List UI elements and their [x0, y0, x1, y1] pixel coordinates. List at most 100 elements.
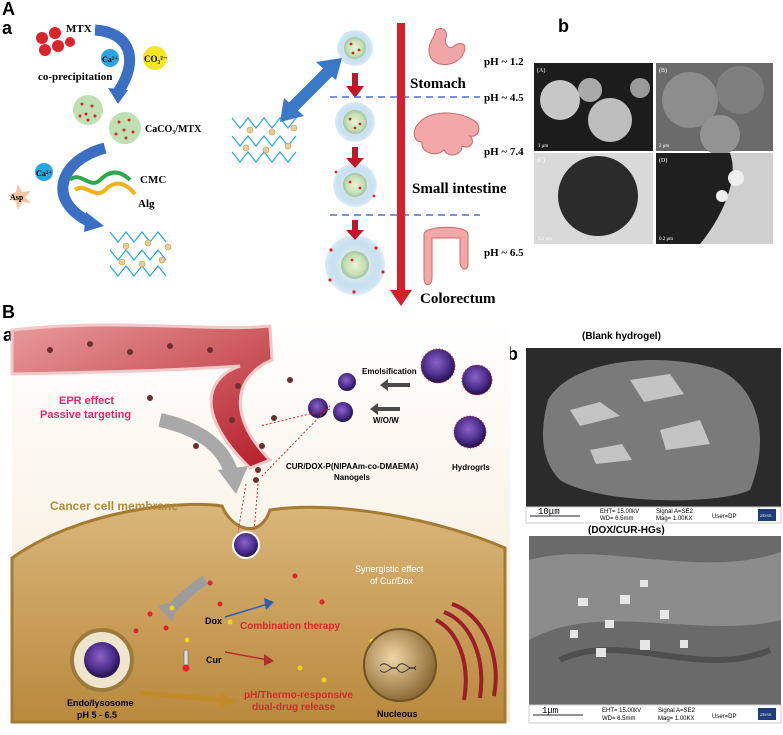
hydrogels-label: Hydrogrls [452, 463, 490, 472]
cur-label: Cur [206, 655, 222, 665]
caco3-particles [73, 95, 141, 144]
small-intestine-label: Small intestine [412, 181, 507, 197]
microscopy-grid [534, 63, 773, 244]
caco3-label: CaCO₃/MTX [145, 124, 202, 135]
ca-ion-icon-2 [35, 163, 53, 181]
gi-down-arrows [346, 73, 364, 240]
thermometer-icon [183, 649, 189, 667]
sem-top-wd: WD= 6.5mm [600, 516, 634, 522]
sem-bottom-databar [528, 704, 782, 724]
panel-a-label: A [2, 0, 15, 19]
ph-upper-intestine: pH ~ 4.5 [484, 92, 524, 104]
sem-top-eht: EHT= 15.00kV [600, 509, 639, 515]
panel-b-sub-b: b [507, 344, 518, 364]
release-arrow [139, 690, 223, 703]
panel-a: A a b MTX Ca²⁺ CO₃²⁻ co-precipitation Ca… [2, 0, 773, 307]
stomach-icon [428, 27, 466, 65]
sem-bottom-scale: 1μm [542, 706, 558, 716]
co3-ion-icon [143, 46, 167, 70]
cmc-label: CMC [140, 174, 166, 186]
sem-bottom-wd: WD= 6.5mm [602, 716, 636, 722]
release-line2: dual-drug release [252, 702, 336, 713]
ph-colon: pH ~ 6.5 [484, 247, 524, 259]
mtx-label: MTX [66, 23, 92, 35]
gi-particles [325, 30, 385, 295]
ph-stomach: pH ~ 1.2 [484, 56, 524, 68]
sem-top-scale: 10μm [538, 507, 560, 517]
nucleous-label: Nucleous [377, 709, 418, 719]
micro-scale-d: 0.2 μm [659, 237, 673, 242]
panel-b-label: B [2, 302, 15, 322]
gi-transit-arrow [397, 23, 405, 293]
hydrogel-network-middle [231, 117, 297, 163]
panel-b-sub-a: a [3, 325, 14, 345]
ca-label-2: Ca²⁺ [36, 169, 52, 178]
panel-b: B a b EPR effect Passive targeting Emols… [2, 302, 782, 724]
zeiss-logo-bottom [758, 708, 776, 720]
release-line1: pH/Thermo-responsive [244, 690, 353, 701]
sem-bottom-mag: Mag= 1.00KX [658, 716, 695, 722]
sem-top-signal: Signal A=SE2 [656, 509, 694, 515]
dox-label: Dox [205, 616, 222, 626]
sem-top-title: (Blank hydrogel) [582, 331, 661, 342]
hydrogel-network-bottom [109, 231, 167, 277]
ca-label: Ca²⁺ [102, 55, 118, 64]
release-double-arrow [285, 65, 335, 115]
micro-scale-a: 1 μm [538, 144, 548, 149]
emulsification-label: Emolsification [362, 367, 417, 376]
panel-a-sub-b: b [558, 16, 569, 36]
micro-scale-c: 0.2 μm [538, 237, 552, 242]
cmc-strand [68, 170, 132, 185]
epr-line1: EPR effect [59, 395, 114, 407]
asp-icon [8, 184, 31, 210]
synergy-line2: of Cur/Dox [370, 576, 414, 586]
ca-ion-icon [101, 49, 119, 67]
micro-scale-b: 2 μm [659, 144, 669, 149]
combination-label: Combination therapy [240, 621, 340, 632]
endo-line1: Endo/lysosome [67, 698, 134, 708]
alg-strand [73, 181, 137, 196]
endo-line2: pH 5 - 6.5 [77, 710, 117, 720]
wow-label: W/O/W [373, 416, 399, 425]
vessel-nanogels [47, 341, 293, 483]
sem-top-mag: Mag= 1.00KX [656, 516, 693, 522]
sem-bottom-signal: Signal A=SE2 [658, 708, 696, 714]
co3-label: CO₃²⁻ [144, 54, 168, 64]
dna-icon [379, 663, 417, 673]
stomach-label: Stomach [410, 76, 466, 92]
asp-label: Asp [10, 193, 24, 202]
sem-bottom-user: User=DP [712, 714, 737, 720]
epr-line2: Passive targeting [40, 409, 131, 421]
crosslink-arrow [57, 142, 107, 227]
alg-label: Alg [138, 198, 155, 210]
zeiss-logo-top [758, 509, 776, 521]
zeiss-logo-bottom-text: ZEISS [760, 712, 772, 717]
er-icon [435, 602, 498, 701]
nanogels-line1: CUR/DOX-P(NIPAAm-co-DMAEMA) [286, 462, 419, 471]
micro-label-a: (A) [537, 67, 545, 74]
internalized-nanogel [232, 531, 260, 559]
colorectum-label: Colorectum [420, 291, 496, 307]
synergy-line1: Synergistic effect [355, 564, 424, 574]
blood-vessel [10, 323, 274, 470]
sem-top-databar [525, 506, 782, 524]
micro-label-d: (D) [659, 157, 667, 164]
micro-label-b: (B) [659, 67, 667, 74]
colorectum-icon [423, 226, 469, 286]
sem-top-user: User=DP [712, 514, 737, 520]
mtx-molecules [36, 27, 75, 56]
nucleus [363, 628, 437, 702]
membrane-label: Cancer cell membrane [50, 499, 178, 513]
extravasation-arrow [158, 413, 239, 478]
zeiss-logo-top-text: ZEISS [760, 513, 772, 518]
micro-label-c: (C) [537, 157, 545, 164]
coprecip-label: co-precipitation [38, 71, 112, 83]
hydrogels-group [420, 348, 493, 449]
small-intestine-icon [413, 112, 480, 156]
nanogels-line2: Nanogels [334, 473, 371, 482]
ph-small-intestine: pH ~ 7.4 [484, 146, 524, 158]
sem-bottom-title: (DOX/CUR-HGs) [588, 525, 665, 536]
sem-bottom-eht: EHT= 15.00kV [602, 708, 641, 714]
coprecip-arrow [94, 24, 136, 96]
